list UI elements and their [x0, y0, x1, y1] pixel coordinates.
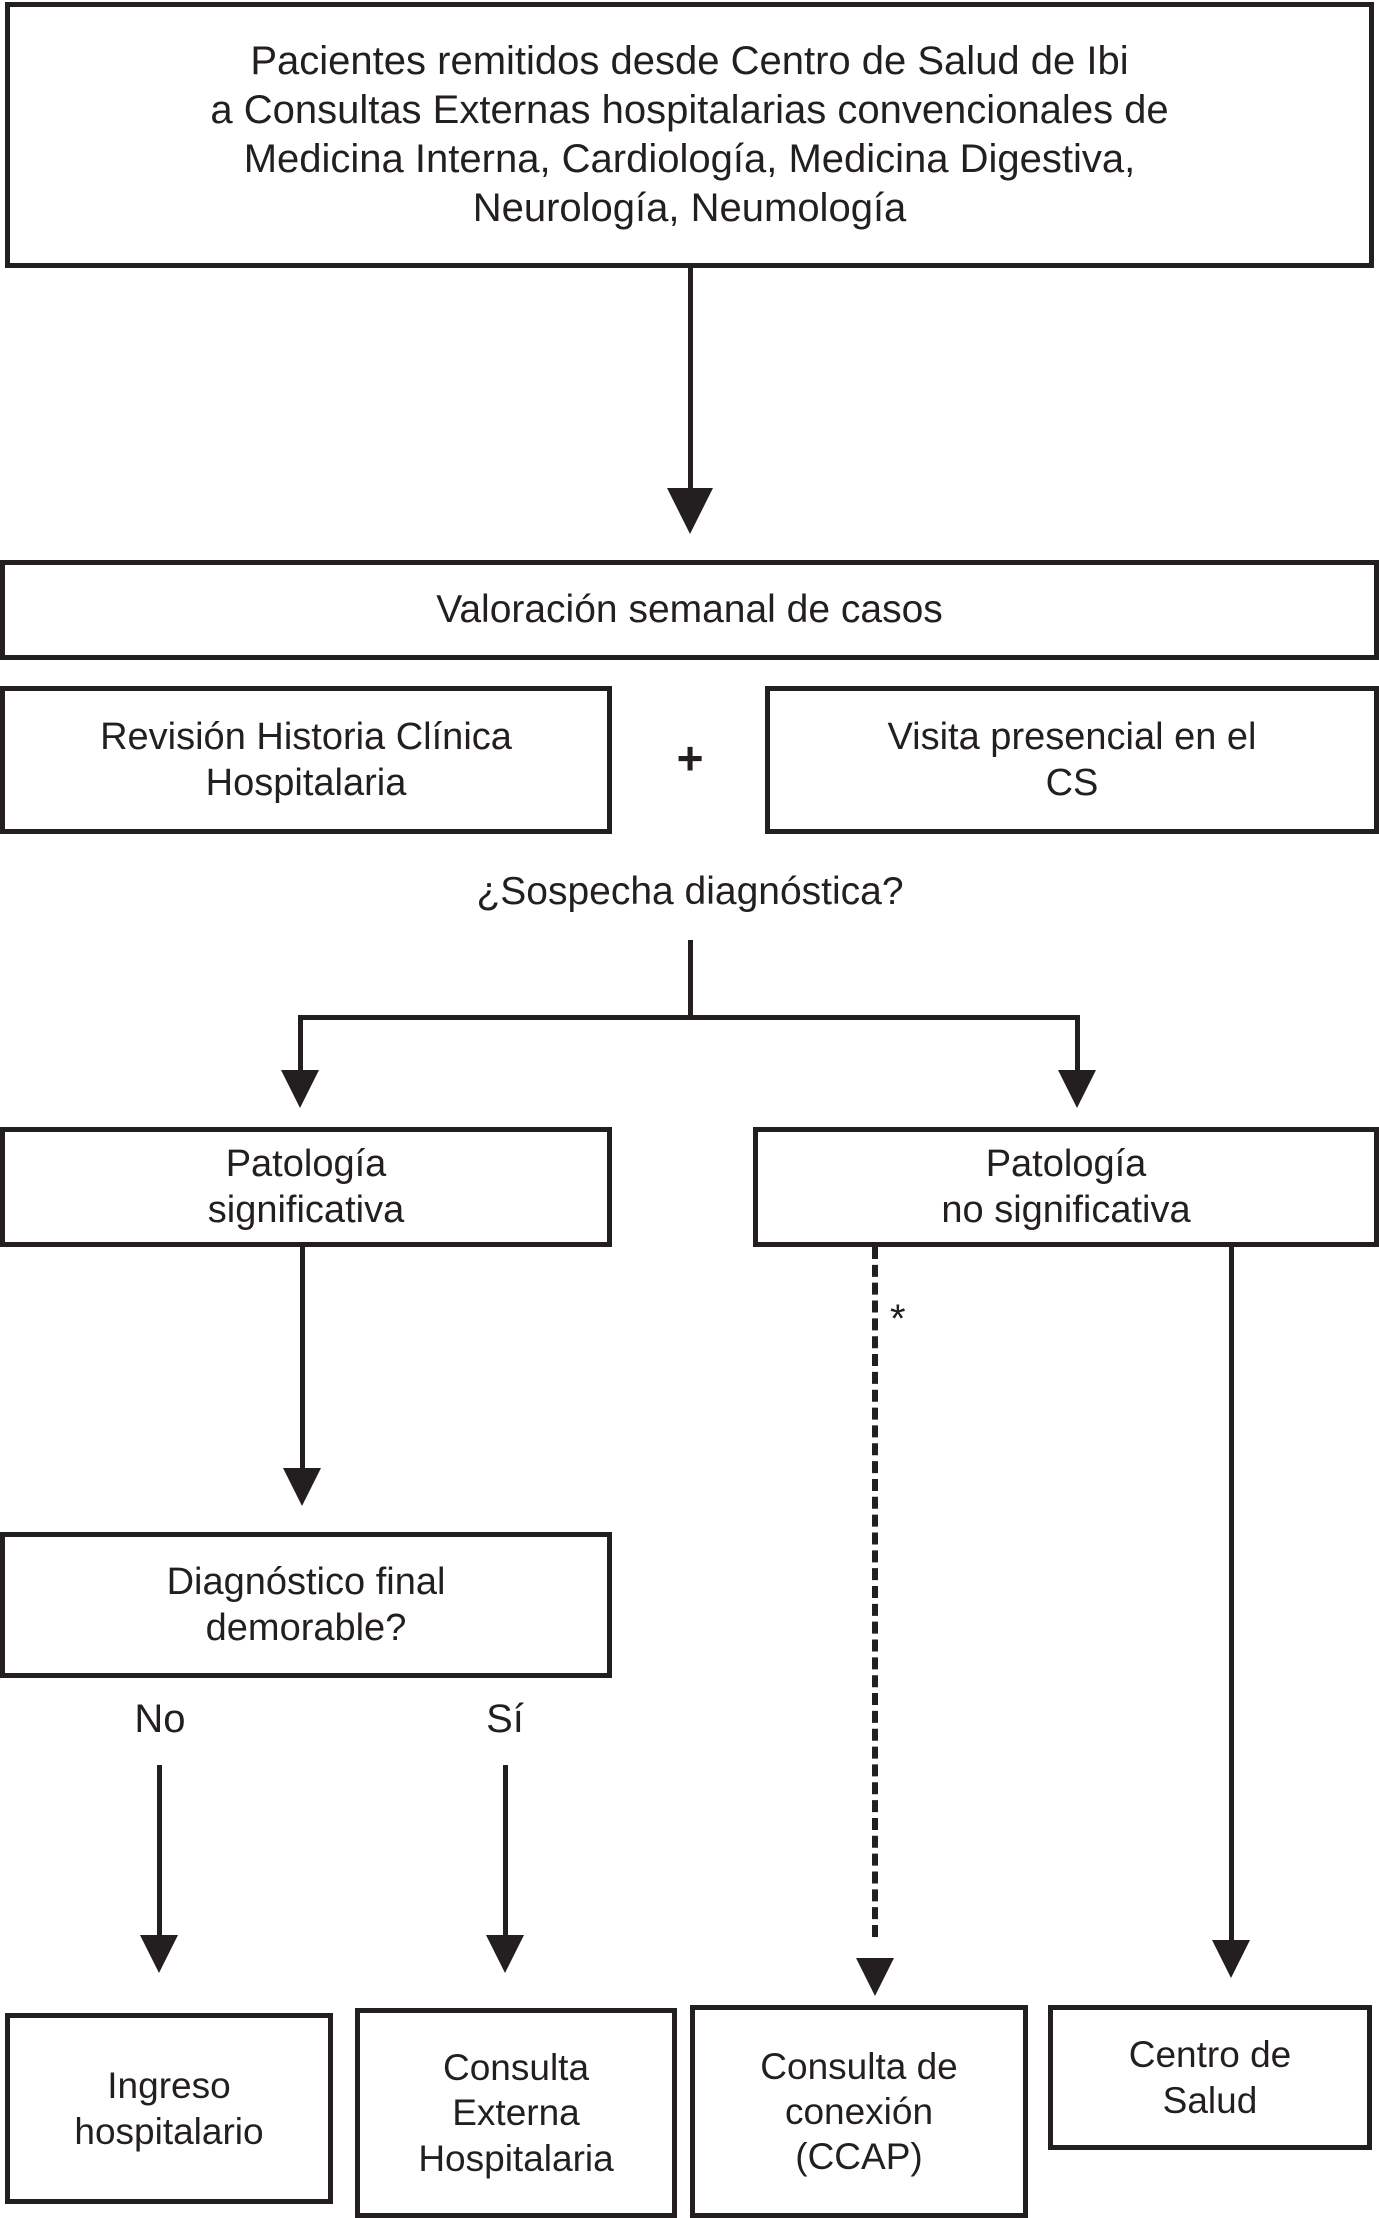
non-significant-pathology-box: Patología no significativa	[753, 1127, 1379, 1247]
connector-no-branch	[157, 1765, 162, 1940]
record-review-box: Revisión Historia Clínica Hospitalaria	[0, 686, 612, 834]
arrowhead-significant-to-diagnosis	[283, 1468, 321, 1506]
connector-branch-bar	[298, 1015, 1080, 1020]
arrowhead-branch-right	[1058, 1070, 1096, 1108]
branch-yes-label: Sí	[486, 1697, 524, 1741]
connector-significant-to-diagnosis	[300, 1247, 305, 1475]
arrowhead-yes-branch	[486, 1935, 524, 1973]
outcome-box-consulta-de-conexion-ccap: Consulta de conexión (CCAP)	[690, 2005, 1028, 2218]
outcome-box-consulta-externa-hospitalaria: Consulta Externa Hospitalaria	[355, 2008, 677, 2218]
connector-title-to-assessment	[688, 268, 693, 493]
connector-nonsignificant-to-health-center	[1229, 1247, 1234, 1947]
arrowhead-health-center	[1212, 1940, 1250, 1978]
plus-sign: +	[676, 732, 704, 784]
in-person-visit-box: Visita presencial en el CS	[765, 686, 1379, 834]
significant-pathology-box: Patología significativa	[0, 1127, 612, 1247]
branch-no-label: No	[134, 1697, 186, 1741]
arrowhead-no-branch	[140, 1935, 178, 1973]
connector-nonsignificant-dashed	[872, 1247, 878, 1937]
arrowhead-title-to-assessment	[667, 488, 713, 534]
weekly-assessment-box: Valoración semanal de casos	[0, 560, 1379, 660]
connector-yes-branch	[503, 1765, 508, 1940]
asterisk-note: *	[890, 1297, 906, 1341]
outcome-box-ingreso-hospitalario: Ingreso hospitalario	[5, 2013, 333, 2204]
arrowhead-branch-left	[281, 1070, 319, 1108]
connector-branch-right	[1075, 1015, 1080, 1075]
connector-branch-left	[298, 1015, 303, 1075]
arrowhead-ccap	[856, 1958, 894, 1996]
final-diagnosis-box: Diagnóstico final demorable?	[0, 1532, 612, 1678]
connector-question-stem	[688, 940, 693, 1020]
outcome-box-centro-de-salud: Centro de Salud	[1048, 2005, 1372, 2150]
diagnostic-question-label: ¿Sospecha diagnóstica?	[476, 870, 904, 913]
title-box: Pacientes remitidos desde Centro de Salu…	[5, 2, 1374, 268]
